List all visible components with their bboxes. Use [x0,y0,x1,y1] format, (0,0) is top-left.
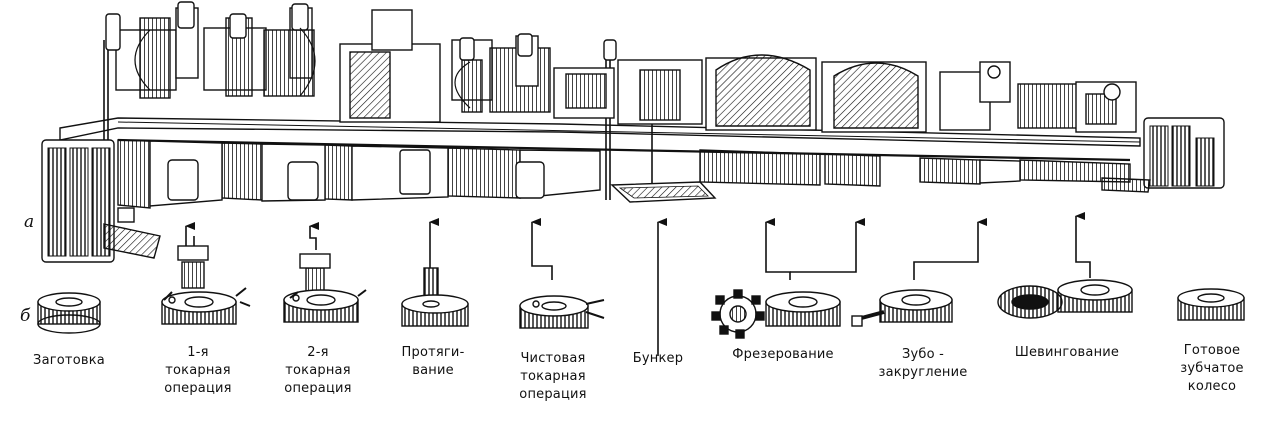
caption-line: Протяги- [401,345,465,360]
caption-line: Фрезерование [732,347,834,362]
caption-line: закругление [878,365,968,380]
caption-line: токарная [285,363,351,378]
caption-shave: Шевингование [1015,344,1119,362]
flow-arrows [185,212,1091,356]
automatic-line [41,1,1225,263]
caption-line: Чистовая [520,351,586,366]
caption-line: Зубо - [901,347,945,362]
caption-line: операция [284,381,352,396]
caption-line: Заготовка [33,353,105,368]
caption-line: Бункер [632,351,684,366]
caption-broach: Протяги- вание [402,344,465,380]
workpieces [37,245,1245,339]
finished-gear [1177,288,1245,321]
caption-hopper: Бункер [633,350,683,368]
caption-line: 1-я [187,345,209,360]
caption-blank: Заготовка [33,352,105,370]
caption-line: колесо [1187,379,1237,394]
caption-done: Готовое зубчатое колесо [1180,342,1243,396]
turn1-part [161,245,251,325]
caption-finish: Чистовая токарная операция [519,350,586,404]
caption-line: вание [412,363,454,378]
caption-line: зубчатое [1180,361,1244,376]
finish-part [519,295,605,329]
rounding-part [851,289,953,327]
caption-mill: Фрезерование [732,346,834,364]
shaving-part [997,279,1133,319]
caption-line: Шевингование [1014,345,1120,360]
caption-line: токарная [520,369,586,384]
row-label-b: б [20,306,31,326]
row-label-a: а [24,212,35,232]
blank-part [37,292,101,334]
caption-line: Готовое [1183,343,1241,358]
caption-line: операция [519,387,587,402]
caption-round: Зубо - закругление [879,346,968,382]
caption-turn2: 2-я токарная операция [284,344,351,398]
caption-line: 2-я [307,345,329,360]
caption-line: токарная [165,363,231,378]
turn2-part [283,253,367,323]
caption-line: операция [164,381,232,396]
milling-part [711,289,841,339]
broach-part [401,267,469,327]
caption-turn1: 1-я токарная операция [164,344,231,398]
